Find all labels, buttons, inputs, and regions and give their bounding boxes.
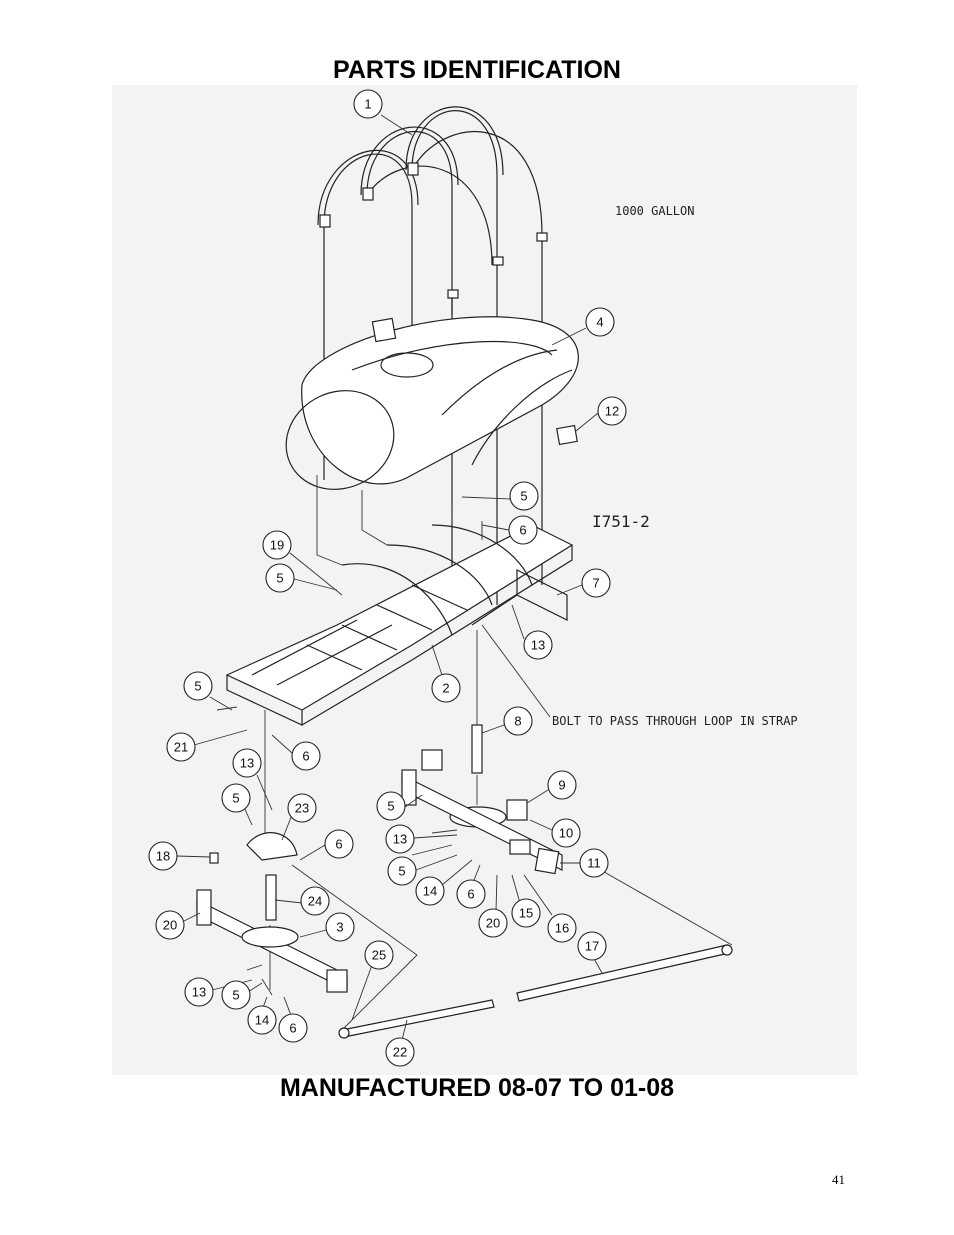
callouts: 1 4 12 5 6 19 5 7 13 2 <box>148 89 627 1067</box>
callout-18 <box>148 841 178 871</box>
callout-label-5a: 5 <box>520 489 527 504</box>
callout-label-15: 15 <box>519 906 533 921</box>
bolt-note: BOLT TO PASS THROUGH LOOP IN STRAP <box>552 714 798 728</box>
callout-15 <box>511 898 541 928</box>
callout-13d <box>184 977 214 1007</box>
callout-label-13b: 13 <box>240 756 254 771</box>
callout-label-9: 9 <box>558 778 565 793</box>
spindle-part-8 <box>471 724 483 774</box>
callout-label-4: 4 <box>596 315 603 330</box>
callout-6e <box>278 1013 308 1043</box>
callout-4 <box>585 307 615 337</box>
callout-label-20b: 20 <box>486 916 500 931</box>
manufactured-date-heading: MANUFACTURED 08-07 TO 01-08 <box>279 1074 675 1102</box>
callout-5g <box>221 980 251 1010</box>
callout-label-5b: 5 <box>276 571 283 586</box>
callout-label-2: 2 <box>442 681 449 696</box>
callout-label-8: 8 <box>514 714 521 729</box>
callout-label-13d: 13 <box>192 985 206 1000</box>
callout-13c <box>385 824 415 854</box>
capacity-label: 1000 GALLON <box>615 204 694 218</box>
callout-20b <box>478 908 508 938</box>
callout-label-18: 18 <box>156 849 170 864</box>
callout-5f <box>387 856 417 886</box>
callout-label-6b: 6 <box>302 749 309 764</box>
callout-label-6d: 6 <box>467 887 474 902</box>
callout-24 <box>300 886 330 916</box>
callout-label-6c: 6 <box>335 837 342 852</box>
tank-body <box>285 316 579 490</box>
tank-straps <box>317 106 548 605</box>
callout-3 <box>325 912 355 942</box>
callout-25 <box>364 940 394 970</box>
callout-16 <box>547 913 577 943</box>
callout-8 <box>503 706 533 736</box>
callout-21 <box>166 732 196 762</box>
callout-label-6a: 6 <box>519 523 526 538</box>
callout-23 <box>287 793 317 823</box>
bolt-note-leader <box>481 624 551 718</box>
callout-6d <box>456 879 486 909</box>
callout-label-1: 1 <box>364 97 371 112</box>
callout-20a <box>155 910 185 940</box>
callout-label-3: 3 <box>336 920 343 935</box>
callout-label-5d: 5 <box>232 791 239 806</box>
page-number: 41 <box>832 1172 845 1187</box>
callout-5a <box>509 481 539 511</box>
rear-axle <box>401 749 563 875</box>
callout-label-5c: 5 <box>194 679 201 694</box>
callout-label-17: 17 <box>585 939 599 954</box>
callout-6c <box>324 829 354 859</box>
callout-10 <box>551 818 581 848</box>
callout-5c <box>183 671 213 701</box>
page-title: PARTS IDENTIFICATION <box>333 56 621 84</box>
callout-9 <box>547 770 577 800</box>
drawing-number: I751-2 <box>592 512 650 531</box>
callout-label-13a: 13 <box>531 638 545 653</box>
callout-label-13c: 13 <box>393 832 407 847</box>
callout-label-25: 25 <box>372 948 386 963</box>
callout-label-24: 24 <box>308 894 322 909</box>
assembly-lines <box>264 475 733 990</box>
tongue-assembly <box>291 864 733 1039</box>
callout-14a <box>415 876 445 906</box>
callout-14b <box>247 1005 277 1035</box>
callout-13b <box>232 748 262 778</box>
callout-5b <box>265 563 295 593</box>
callout-label-14a: 14 <box>423 884 437 899</box>
callout-label-5g: 5 <box>232 988 239 1003</box>
callout-label-6e: 6 <box>289 1021 296 1036</box>
callout-label-23: 23 <box>295 801 309 816</box>
callout-7 <box>581 568 611 598</box>
callout-22 <box>385 1037 415 1067</box>
callout-2 <box>431 673 461 703</box>
parts-diagram-drawing: 1000 GALLON I751-2 BOLT TO PASS THROUGH … <box>148 89 798 1067</box>
callout-19 <box>262 530 292 560</box>
callout-12 <box>597 396 627 426</box>
callout-11 <box>579 848 609 878</box>
callout-label-11: 11 <box>587 856 601 871</box>
parts-diagram: 1000 GALLON I751-2 BOLT TO PASS THROUGH … <box>112 85 857 1075</box>
callout-label-5f: 5 <box>398 864 405 879</box>
callout-5d <box>221 783 251 813</box>
callout-label-20a: 20 <box>163 918 177 933</box>
callout-17 <box>577 931 607 961</box>
front-axle <box>196 832 348 993</box>
trailer-frame <box>225 524 574 726</box>
bolt-hardware <box>216 496 511 996</box>
callout-label-21: 21 <box>174 740 188 755</box>
callout-label-19: 19 <box>270 538 284 553</box>
callout-label-5e: 5 <box>387 799 394 814</box>
callout-label-7: 7 <box>592 576 599 591</box>
callout-6b <box>291 741 321 771</box>
callout-label-16: 16 <box>555 921 569 936</box>
callout-label-10: 10 <box>559 826 573 841</box>
callout-1 <box>353 89 383 119</box>
callout-13a <box>523 630 553 660</box>
callout-label-12: 12 <box>605 404 619 419</box>
callout-label-14b: 14 <box>255 1013 269 1028</box>
callout-label-22: 22 <box>393 1045 407 1060</box>
callout-5e <box>376 791 406 821</box>
callout-6a <box>508 515 538 545</box>
